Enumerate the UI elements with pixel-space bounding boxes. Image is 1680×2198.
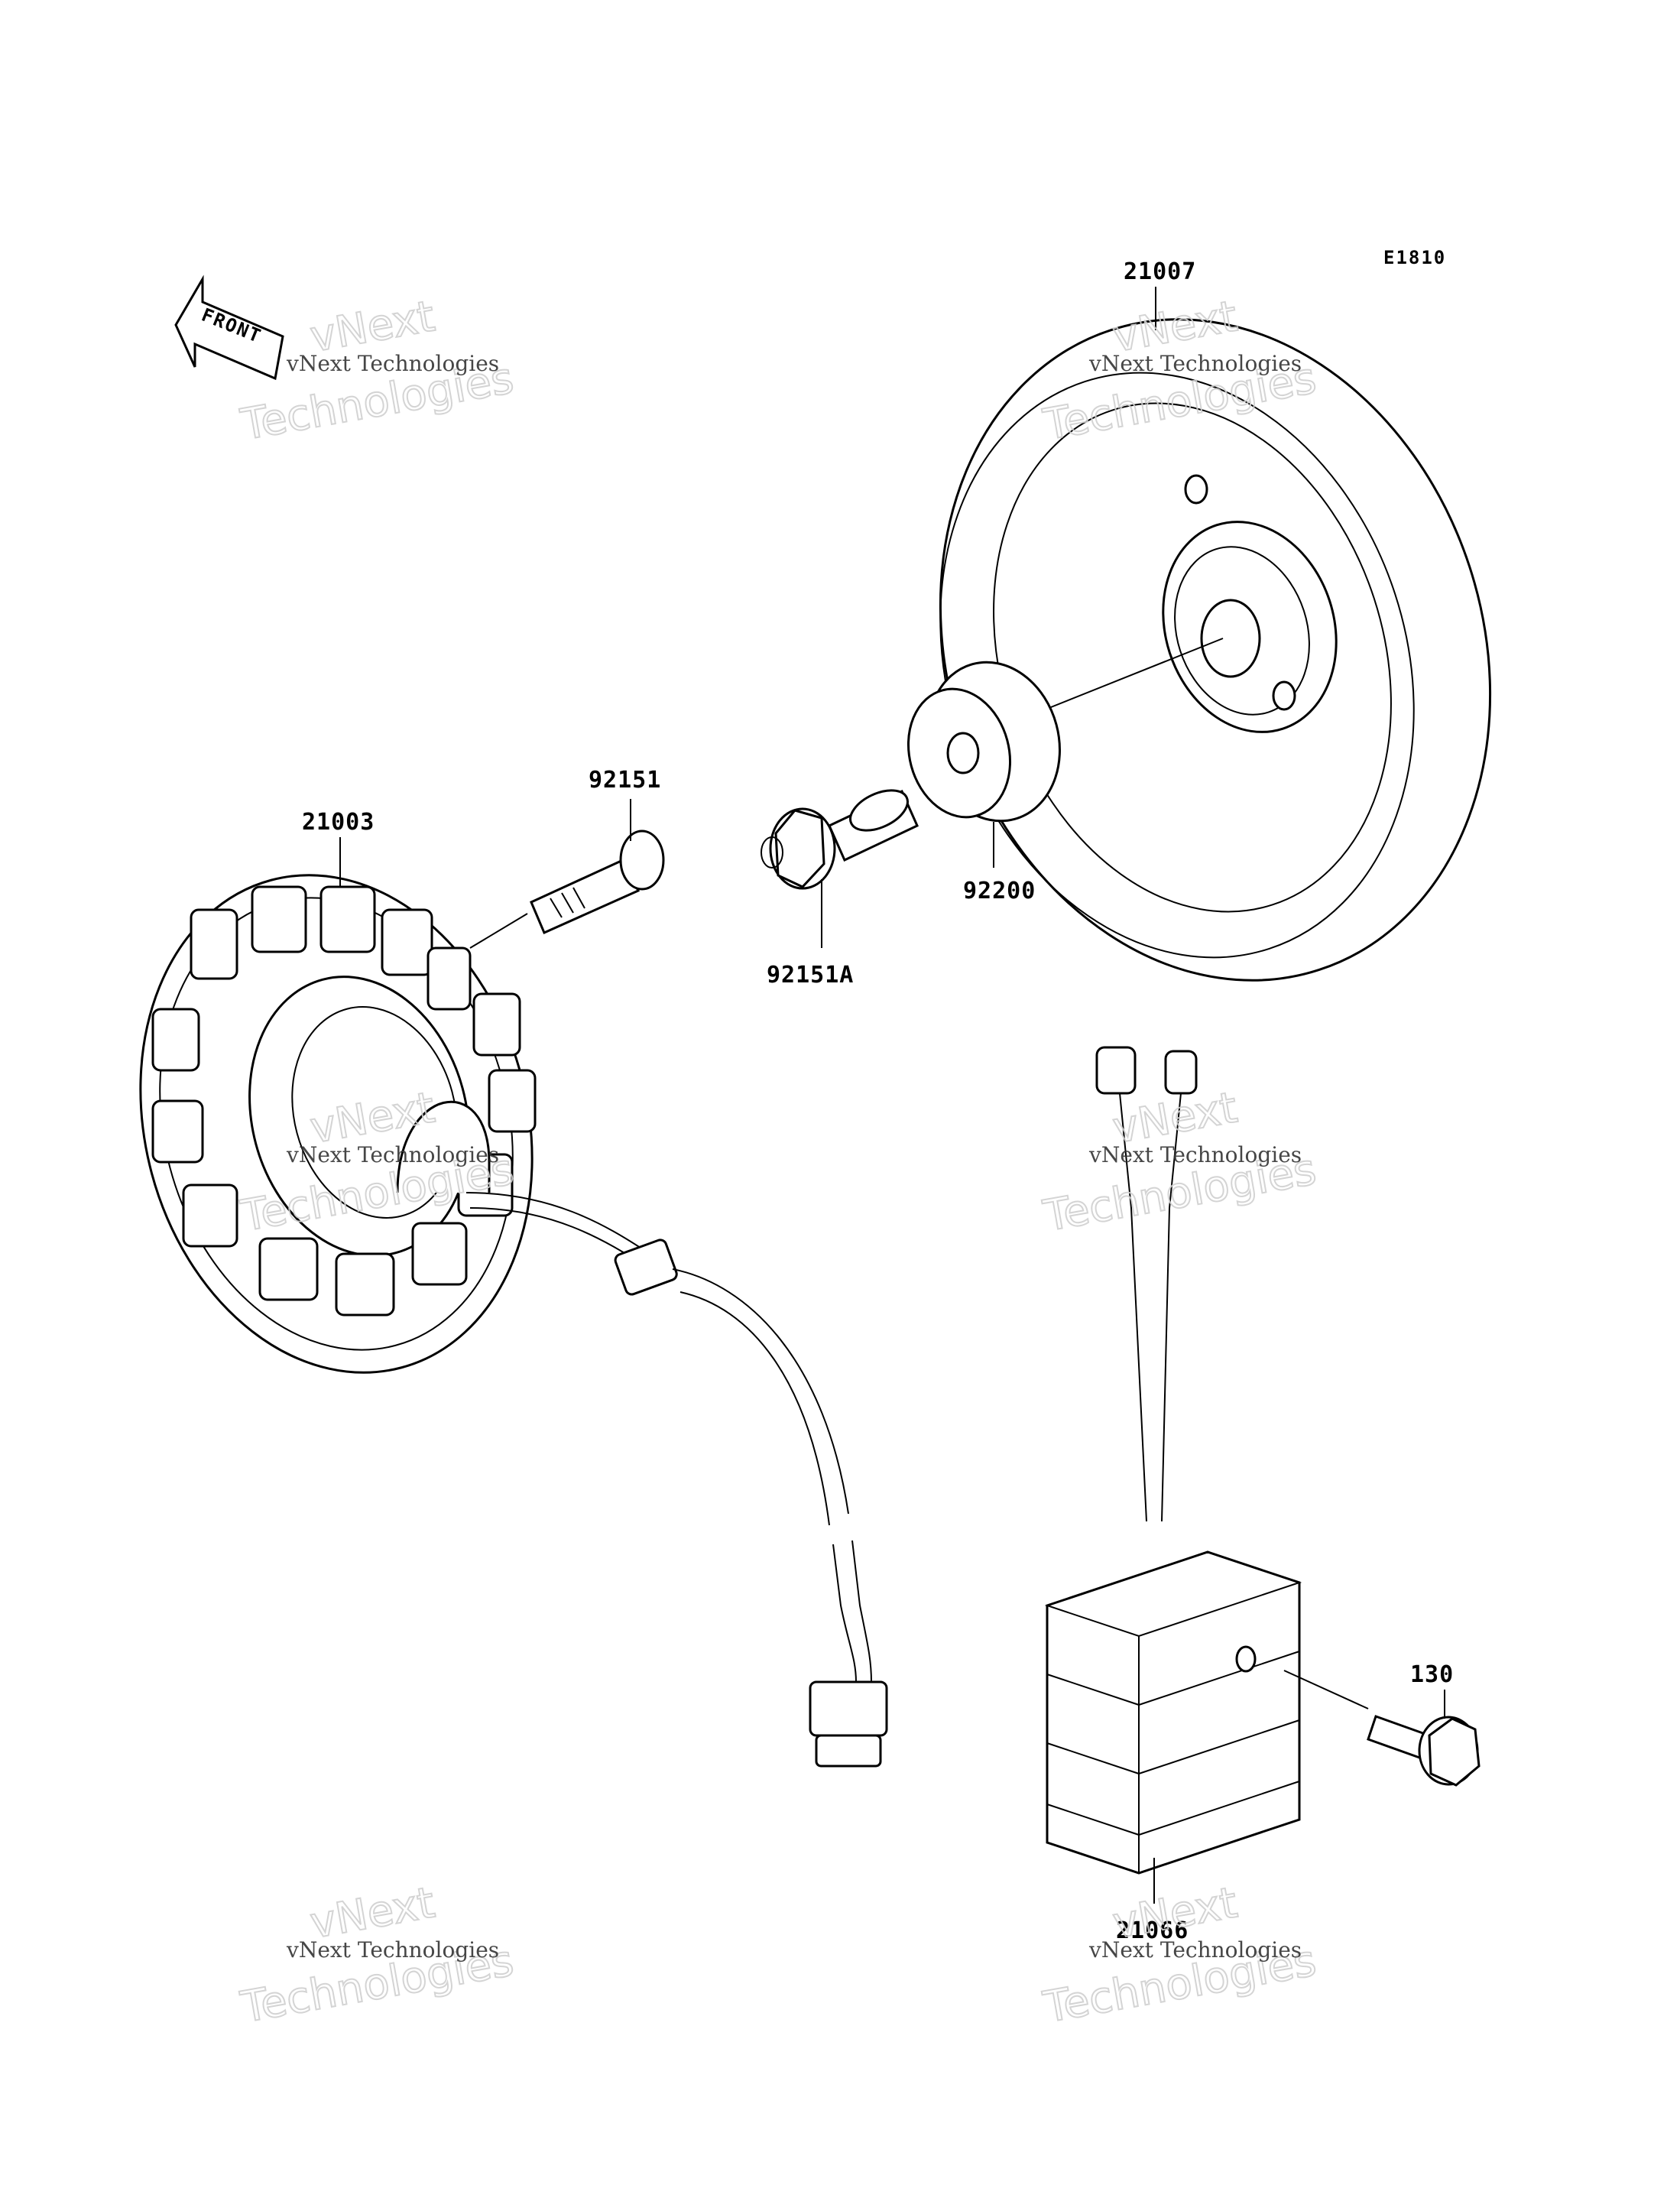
regulator-bolt-130 [1367, 1715, 1481, 1787]
flange-bolt-92151A [761, 789, 919, 890]
label-92151: 92151 [589, 767, 661, 794]
label-21007: 21007 [1124, 258, 1196, 285]
watermark-line: vNext Technologies [1088, 351, 1302, 376]
flywheel-21007 [939, 318, 1492, 982]
label-130: 130 [1410, 1661, 1454, 1688]
watermark-line: vNext Technologies [286, 1142, 499, 1167]
stator-wiring [614, 1239, 888, 1768]
stator-bolt-92151 [530, 830, 665, 934]
diagram-code: E1810 [1383, 247, 1446, 268]
washer-92200 [906, 661, 1061, 823]
stator-21003 [139, 874, 650, 1374]
regulator-21066 [1044, 1046, 1369, 1875]
label-92151A: 92151A [767, 962, 854, 989]
watermark-5: Technologies vNext Technologies vNext [236, 1877, 518, 2034]
front-arrow-icon: FRONT [174, 274, 284, 381]
watermark-line: vNext Technologies [1088, 1142, 1302, 1167]
watermark-1: Technologies vNext Technologies vNext [236, 291, 518, 451]
label-92200: 92200 [963, 878, 1036, 904]
watermark-6: Technologies vNext Technologies vNext [1039, 1877, 1321, 2034]
watermark-4: Technologies vNext Technologies vNext [1039, 1082, 1321, 1242]
watermark-line: vNext Technologies [1088, 1937, 1302, 1963]
watermark-line: vNext Technologies [286, 351, 499, 376]
label-21003: 21003 [302, 809, 375, 836]
label-21066: 21066 [1116, 1917, 1189, 1944]
watermark-line: vNext Technologies [286, 1937, 499, 1963]
